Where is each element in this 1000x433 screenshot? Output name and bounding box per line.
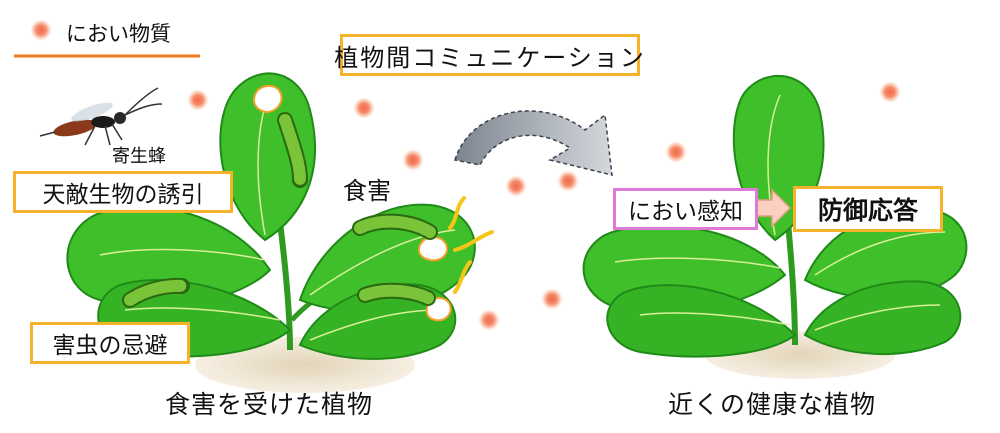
title-text: 植物間コミュニケーション	[334, 43, 646, 72]
caterpillar-3	[122, 277, 190, 308]
legend-label: におい物質	[66, 22, 171, 46]
odor-dot	[187, 89, 209, 111]
attract-box: 天敵生物の誘引	[13, 171, 233, 213]
odor-dot	[541, 288, 563, 310]
healthy-plant	[582, 74, 968, 358]
caterpillar-1	[277, 112, 308, 188]
transfer-arrow	[454, 110, 613, 176]
wasp-icon	[39, 87, 163, 146]
sense-box: におい感知	[613, 188, 758, 230]
odor-dot	[557, 170, 579, 192]
odor-dot-legend	[30, 19, 52, 41]
legend	[14, 19, 200, 58]
left-caption: 食害を受けた植物	[165, 390, 374, 419]
right-caption: 近くの健康な植物	[668, 390, 877, 419]
feeding-label: 食害	[343, 177, 391, 205]
title-box: 植物間コミュニケーション	[334, 34, 644, 76]
leaf-r-front-right	[803, 280, 962, 356]
odor-wisps	[448, 196, 494, 294]
attract-text: 天敵生物の誘引	[42, 182, 204, 208]
odor-dot	[665, 141, 687, 163]
caterpillar-2	[352, 213, 438, 240]
damaged-plant	[66, 72, 476, 360]
defense-text: 防御応答	[817, 196, 918, 225]
response-arrow	[756, 188, 792, 228]
odor-dot	[478, 309, 500, 331]
sense-text: におい感知	[628, 199, 743, 225]
leaf-r-front-left	[606, 284, 797, 358]
caterpillar-4	[357, 282, 436, 306]
odor-dot	[353, 97, 375, 119]
avoid-text: 害虫の忌避	[52, 333, 168, 359]
leaf-front-right	[298, 283, 457, 360]
odor-dots	[187, 81, 901, 331]
odor-dot	[505, 175, 527, 197]
avoid-box: 害虫の忌避	[30, 322, 190, 364]
caterpillars	[122, 112, 438, 308]
defense-box: 防御応答	[793, 186, 943, 232]
odor-dot	[402, 149, 424, 171]
odor-dot	[879, 81, 901, 103]
wasp-label: 寄生蜂	[112, 146, 166, 167]
